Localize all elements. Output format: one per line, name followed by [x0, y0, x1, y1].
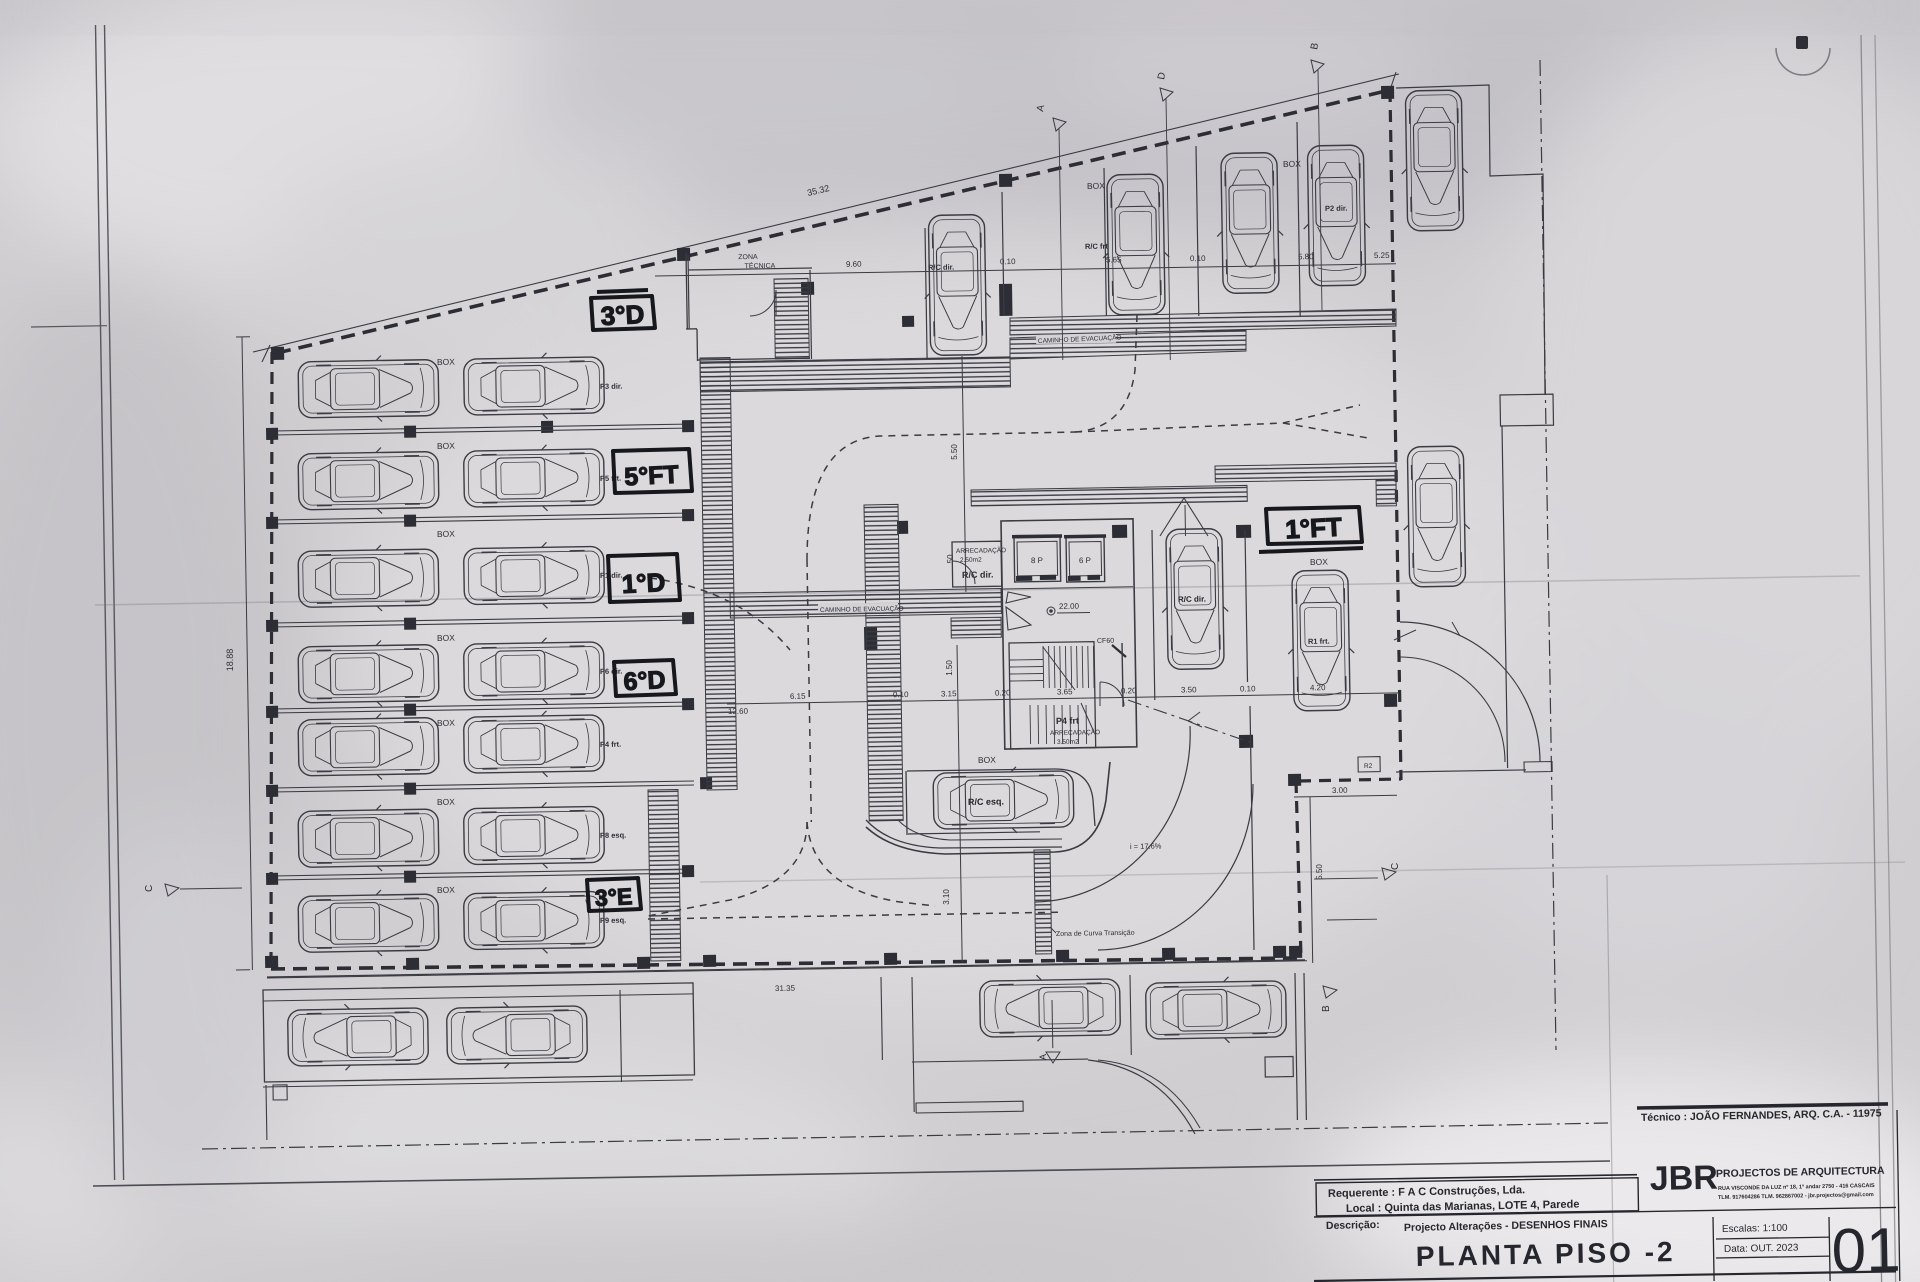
svg-text:P2 dir.: P2 dir.: [1325, 204, 1348, 213]
svg-text:R/C dir.: R/C dir.: [1178, 595, 1206, 604]
svg-text:RUA VISCONDE DA LUZ nº 18, 1º: RUA VISCONDE DA LUZ nº 18, 1º andar 2750…: [1718, 1183, 1875, 1192]
svg-text:TÉCNICA: TÉCNICA: [745, 261, 776, 271]
svg-text:BOX: BOX: [437, 797, 455, 807]
svg-text:Escalas: 1:100: Escalas: 1:100: [1722, 1223, 1788, 1235]
svg-text:5.65: 5.65: [1106, 255, 1122, 264]
svg-text:5°FT: 5°FT: [624, 461, 680, 492]
svg-text:CF60: CF60: [1097, 638, 1114, 645]
svg-text:BOX: BOX: [437, 633, 455, 643]
svg-text:BOX: BOX: [437, 885, 455, 895]
svg-text:5.80: 5.80: [1298, 252, 1314, 261]
svg-text:3°D: 3°D: [600, 299, 645, 331]
svg-text:BOX: BOX: [437, 441, 455, 451]
svg-text:ARRECADAÇÃO: ARRECADAÇÃO: [956, 545, 1006, 555]
svg-text:22.00: 22.00: [1059, 602, 1080, 611]
svg-text:8 P: 8 P: [1031, 556, 1043, 565]
svg-text:P4 frt: P4 frt: [1056, 716, 1079, 726]
svg-text:CAMINHO DE EVACUAÇÃO: CAMINHO DE EVACUAÇÃO: [820, 604, 904, 614]
svg-text:BOX: BOX: [437, 718, 455, 728]
svg-text:Técnico : JOÃO FERNANDES, ARQ.: Técnico : JOÃO FERNANDES, ARQ. C.A. - 11…: [1641, 1106, 1882, 1124]
svg-text:TLM. 917604286 TLM. 962867002: TLM. 917604286 TLM. 962867002 - jbr.proj…: [1718, 1192, 1874, 1201]
svg-text:C: C: [1390, 863, 1401, 870]
svg-text:R/C dir.: R/C dir.: [962, 569, 994, 580]
svg-text:i = 17.6%: i = 17.6%: [1130, 841, 1162, 851]
svg-text:3.10: 3.10: [942, 889, 951, 905]
svg-text:P5 frt.: P5 frt.: [600, 474, 621, 483]
svg-text:.50: .50: [946, 554, 955, 566]
svg-text:5.50: 5.50: [1315, 864, 1324, 880]
svg-text:Data: OUT. 2023: Data: OUT. 2023: [1724, 1243, 1799, 1255]
svg-text:Projecto Alterações - DESENHOS: Projecto Alterações - DESENHOS FINAIS: [1404, 1218, 1608, 1234]
svg-text:ARRECADAÇÃO: ARRECADAÇÃO: [1050, 727, 1100, 737]
svg-text:D: D: [1156, 71, 1168, 80]
svg-text:R1 frt.: R1 frt.: [1308, 637, 1330, 646]
svg-text:BOX: BOX: [437, 357, 455, 367]
svg-text:5.50: 5.50: [950, 444, 959, 460]
svg-text:6°D: 6°D: [623, 666, 666, 696]
svg-text:3.15: 3.15: [941, 689, 957, 698]
svg-text:BOX: BOX: [978, 755, 996, 765]
svg-text:R/C esq.: R/C esq.: [968, 796, 1004, 807]
svg-text:0.20: 0.20: [1121, 686, 1137, 695]
svg-text:5.25: 5.25: [1374, 251, 1390, 260]
svg-text:ZONA: ZONA: [738, 254, 758, 261]
svg-text:18.88: 18.88: [225, 649, 235, 672]
svg-text:P1 dir.: P1 dir.: [600, 571, 623, 580]
svg-text:3.50m2: 3.50m2: [1057, 739, 1079, 746]
svg-text:2.50m2: 2.50m2: [960, 557, 982, 564]
svg-text:BOX: BOX: [1310, 557, 1328, 567]
svg-text:PLANTA PISO -2: PLANTA PISO -2: [1416, 1236, 1676, 1272]
svg-text:P6 dir.: P6 dir.: [600, 667, 623, 676]
svg-text:31.35: 31.35: [775, 984, 796, 993]
svg-text:6 P: 6 P: [1079, 556, 1091, 565]
svg-text:P9 esq.: P9 esq.: [600, 916, 626, 925]
svg-text:A: A: [1038, 1054, 1048, 1060]
svg-text:P3 dir.: P3 dir.: [600, 382, 623, 391]
svg-text:B: B: [1321, 1005, 1332, 1012]
svg-text:1.50: 1.50: [945, 660, 954, 676]
svg-text:3.50: 3.50: [1181, 685, 1197, 694]
svg-text:Descrição:: Descrição:: [1326, 1219, 1380, 1232]
svg-text:9.60: 9.60: [846, 260, 862, 269]
svg-text:3.00: 3.00: [1332, 786, 1348, 795]
svg-text:Local : Quinta das Marianas, L: Local : Quinta das Marianas, LOTE 4, Par…: [1346, 1199, 1580, 1215]
svg-text:6.15: 6.15: [790, 692, 806, 701]
svg-text:3°E: 3°E: [594, 883, 633, 911]
svg-text:1°D: 1°D: [621, 567, 666, 599]
svg-text:PROJECTOS DE ARQUITECTURA: PROJECTOS DE ARQUITECTURA: [1716, 1165, 1885, 1180]
svg-text:1°FT: 1°FT: [1284, 512, 1342, 545]
svg-text:BOX: BOX: [1283, 159, 1301, 169]
svg-text:R/C frt: R/C frt: [1085, 242, 1109, 251]
svg-text:BOX: BOX: [1087, 181, 1105, 191]
svg-text:R/C dir.: R/C dir.: [928, 263, 954, 272]
svg-text:Requerente : F A C Construçõe: Requerente : F A C Construções, Lda.: [1328, 1184, 1525, 1200]
svg-text:R2: R2: [1364, 763, 1373, 770]
svg-text:A: A: [1035, 104, 1047, 113]
svg-text:0.10: 0.10: [1000, 257, 1016, 266]
svg-text:12.60: 12.60: [728, 707, 749, 716]
svg-text:BOX: BOX: [437, 529, 455, 539]
svg-text:Zona de Curva Transição: Zona de Curva Transição: [1056, 930, 1135, 938]
svg-text:JBR: JBR: [1649, 1159, 1718, 1198]
svg-text:P8 esq.: P8 esq.: [600, 831, 626, 840]
svg-text:01: 01: [1831, 1216, 1901, 1282]
svg-text:C: C: [144, 885, 155, 892]
svg-text:P4 frt.: P4 frt.: [600, 740, 621, 749]
svg-text:0.10: 0.10: [1240, 684, 1256, 693]
svg-text:3.65: 3.65: [1057, 687, 1073, 696]
svg-text:4.20: 4.20: [1310, 683, 1326, 692]
svg-text:B: B: [1309, 42, 1321, 51]
svg-text:0.20: 0.20: [995, 688, 1011, 697]
